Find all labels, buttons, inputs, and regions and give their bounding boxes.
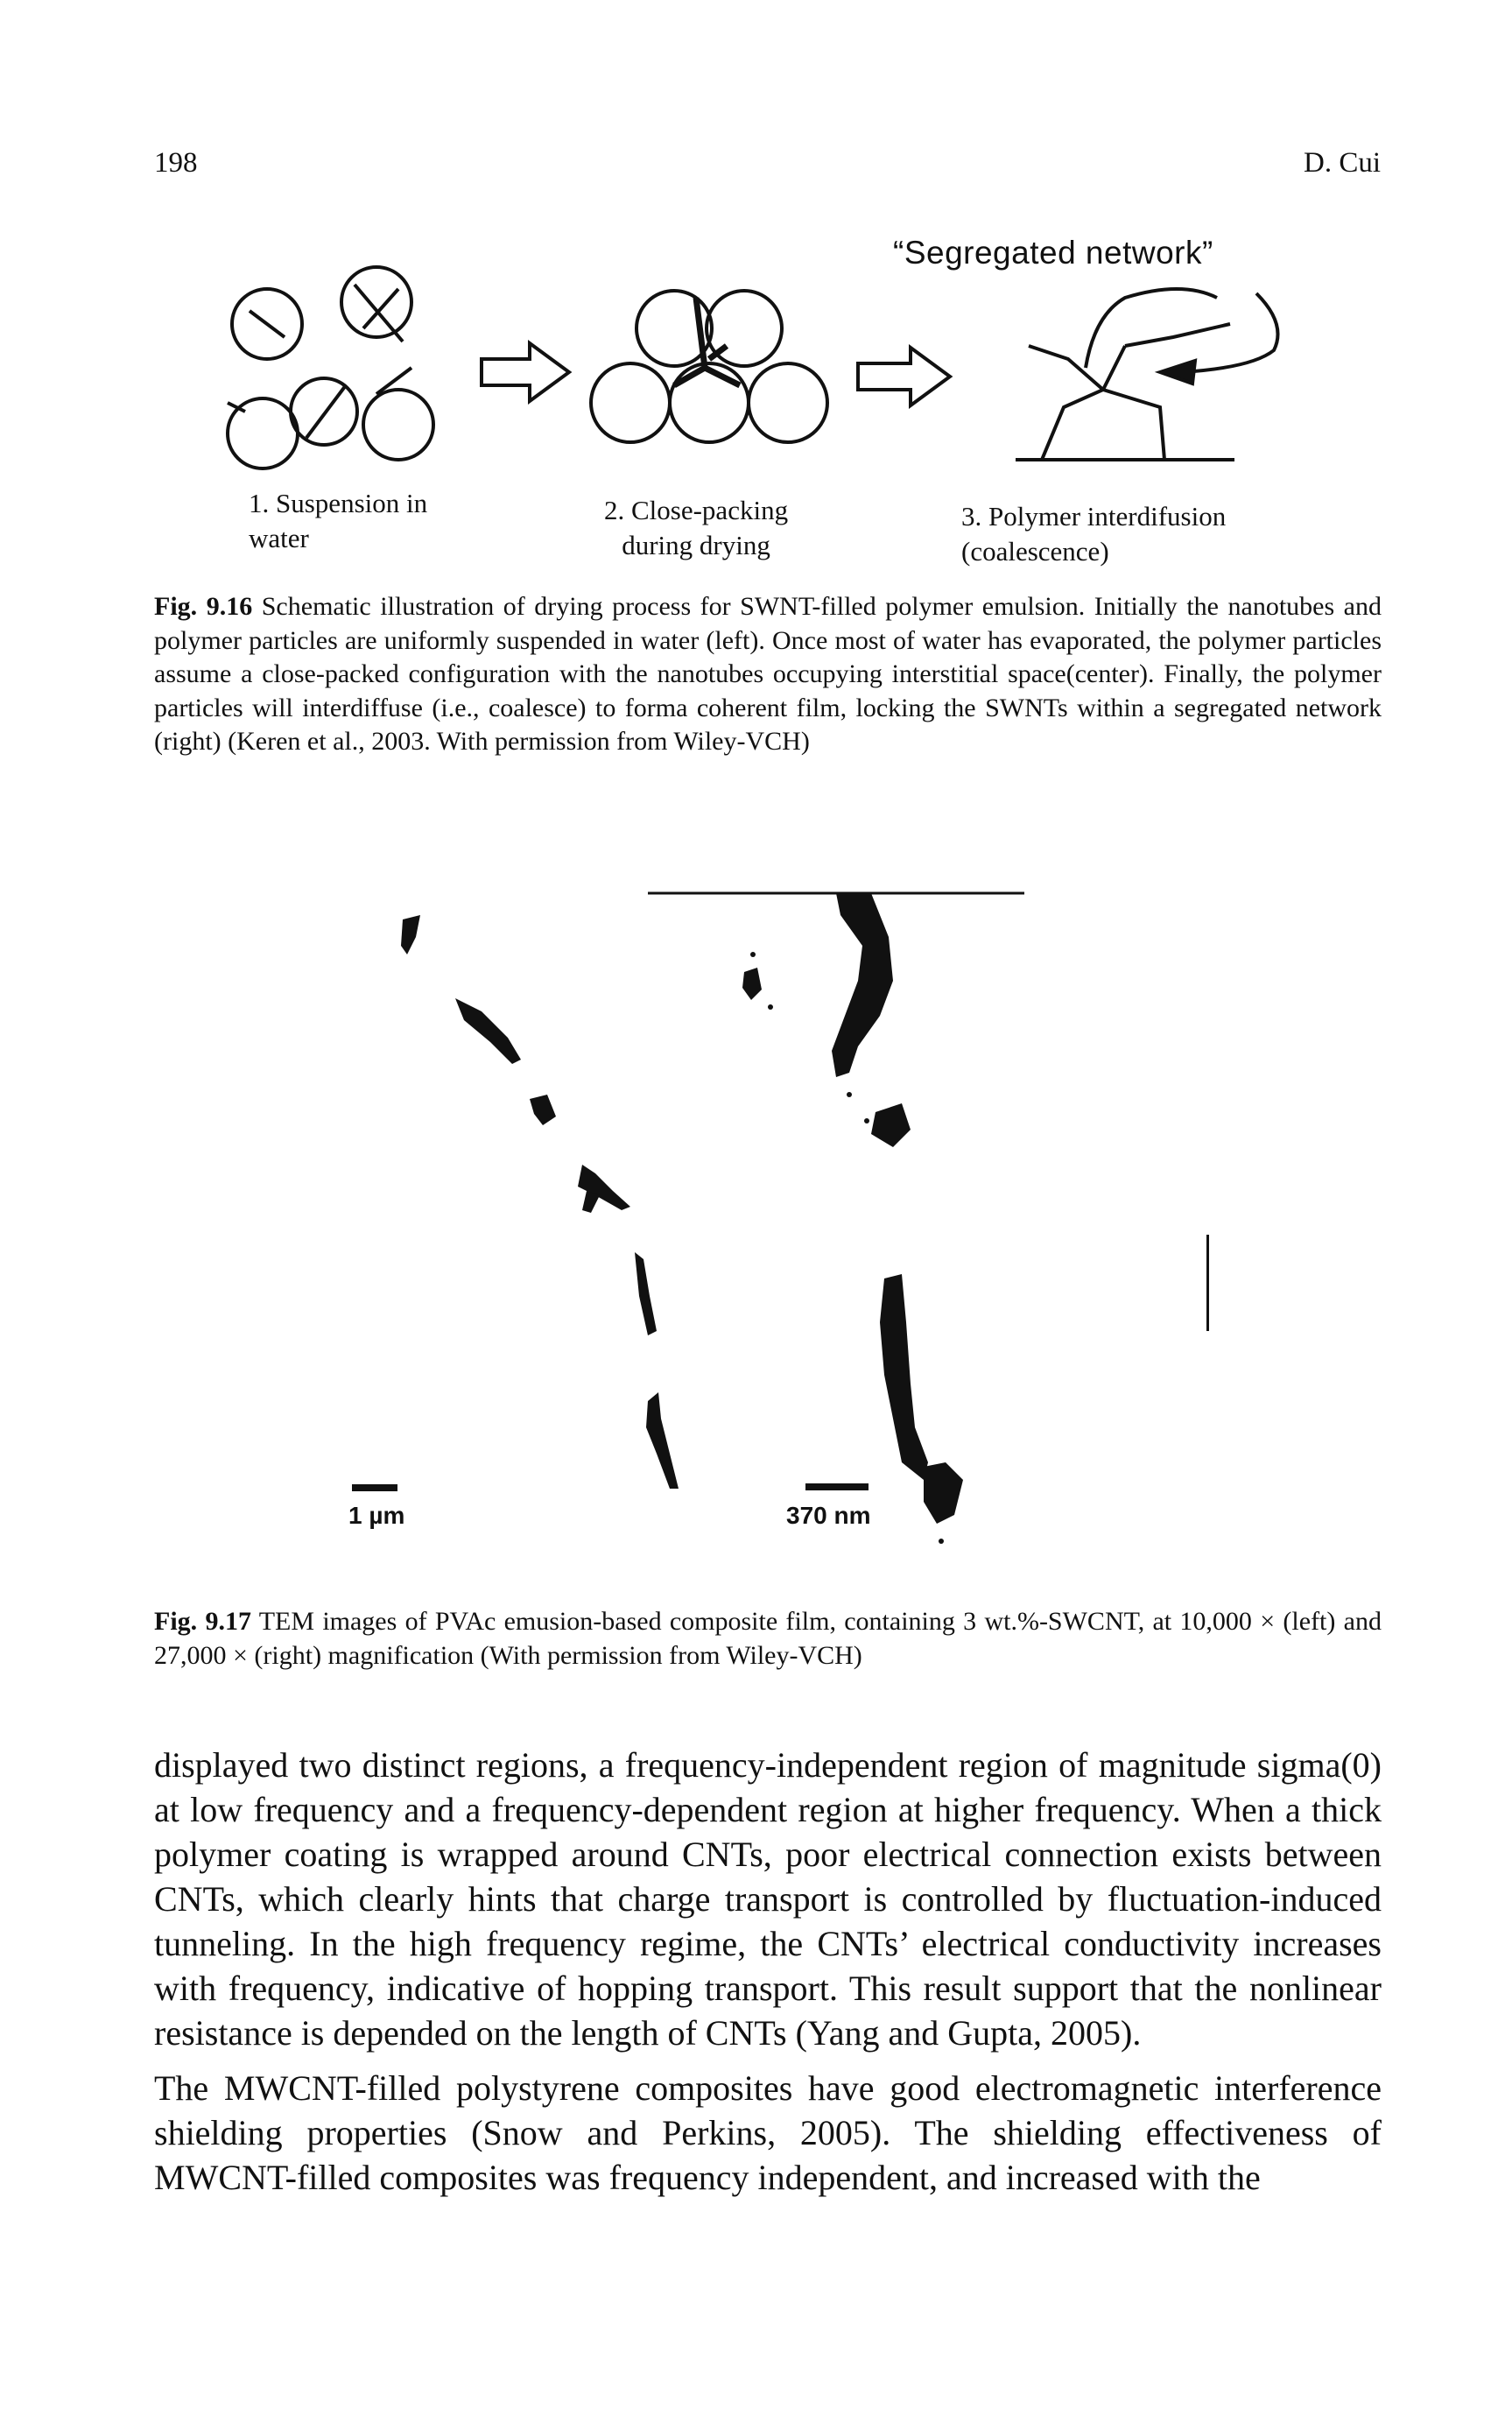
- drying-process-schematic: [226, 265, 1280, 470]
- stage2-label: 2. Close-packing during drying: [604, 493, 788, 563]
- arrow-right-icon: [856, 344, 953, 409]
- body-paragraph: displayed two distinct regions, a freque…: [154, 1745, 1382, 2053]
- figure-9-17-label: Fig. 9.17: [154, 1607, 251, 1636]
- body-text: displayed two distinct regions, a freque…: [154, 1743, 1382, 2200]
- close-packed-particles: [589, 289, 829, 444]
- stage2-label-line2: during drying: [622, 530, 770, 560]
- stage3-label: 3. Polymer interdifusion (coalescence): [961, 499, 1226, 569]
- tem-image-right: [648, 891, 1209, 1544]
- figure-9-16-label: Fig. 9.16: [154, 592, 253, 621]
- scale-bar-left-label: 1 µm: [348, 1502, 405, 1529]
- suspension-particles: [226, 265, 435, 470]
- stage1-label-line2: water: [249, 523, 309, 553]
- stage1-label: 1. Suspension in water: [249, 486, 427, 556]
- stage2-label-line1: 2. Close-packing: [604, 495, 789, 525]
- figure-9-16-caption: Fig. 9.16 Schematic illustration of dryi…: [154, 590, 1382, 759]
- segregated-network-label: “Segregated network”: [893, 235, 1213, 271]
- page-number: 198: [154, 147, 198, 179]
- figure-9-17-caption: Fig. 9.17 TEM images of PVAc emusion-bas…: [154, 1605, 1382, 1673]
- stage3-label-line2: (coalescence): [961, 536, 1109, 567]
- segregated-network-drawing: [1016, 287, 1280, 461]
- stage3-label-line1: 3. Polymer interdifusion: [961, 501, 1227, 532]
- scale-bar-right-label: 370 nm: [786, 1502, 871, 1529]
- body-paragraph: The MWCNT-filled polystyrene composites …: [154, 2068, 1382, 2197]
- running-author: D. Cui: [1303, 147, 1381, 179]
- stage1-label-line1: 1. Suspension in: [249, 488, 428, 518]
- tem-images: [352, 891, 1209, 1544]
- figure-9-17-caption-text: TEM images of PVAc emusion-based composi…: [154, 1607, 1382, 1670]
- tem-image-left: [352, 915, 679, 1491]
- arrow-right-icon: [480, 340, 573, 405]
- figure-9-16-caption-text: Schematic illustration of drying process…: [154, 592, 1382, 756]
